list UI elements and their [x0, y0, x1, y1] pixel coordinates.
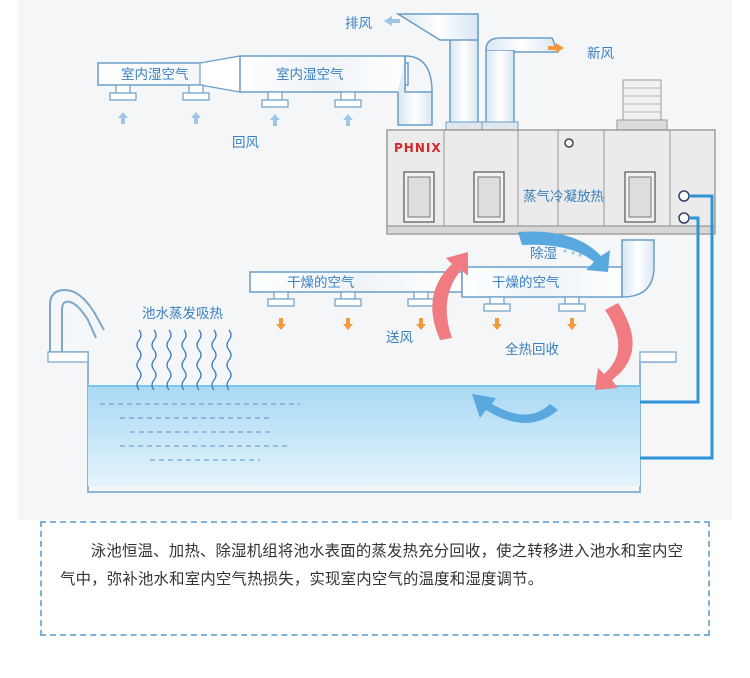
brand-logo: PHNIX [394, 141, 442, 155]
exhaust-arrow [384, 16, 400, 26]
water-outlet-icon [678, 190, 690, 202]
pool-water [88, 386, 640, 486]
blue-arrow-upper [518, 231, 610, 272]
label-fresh-air: 新风 [587, 46, 615, 62]
pool [47, 351, 677, 493]
caption-box: 泳池恒温、加热、除湿机组将池水表面的蒸发热充分回收，使之转移进入池水和室内空气中… [40, 521, 710, 636]
fresh-air-duct [481, 37, 560, 133]
label-steam-condense: 蒸气冷凝放热 [523, 189, 604, 205]
red-arrow-left [432, 252, 468, 340]
supply-air-duct [249, 239, 655, 330]
caption-text: 泳池恒温、加热、除湿机组将池水表面的蒸发热充分回收，使之转移进入池水和室内空气中… [60, 542, 684, 588]
pool-dehumidifier-diagram: 排风 新风 室内湿空气 室内湿空气 回风 蒸气冷凝放热 除湿 干燥的空气 干燥的… [18, 0, 732, 520]
pool-ladder [49, 288, 105, 352]
water-inlet-icon [678, 212, 690, 224]
top-vent [616, 79, 668, 131]
label-supply-air: 送风 [386, 330, 413, 346]
water-pipes [640, 194, 714, 460]
label-indoor-humid-air-2: 室内湿空气 [276, 66, 344, 83]
label-indoor-humid-air-1: 室内湿空气 [121, 66, 189, 83]
label-pool-evaporation: 池水蒸发吸热 [142, 306, 223, 322]
fresh-air-arrow [548, 43, 564, 53]
return-air-duct [97, 55, 433, 126]
blue-arrow-lower [472, 394, 558, 423]
heat-cycle-arrows [432, 231, 633, 423]
red-arrow-right [595, 303, 633, 390]
label-dry-air-2: 干燥的空气 [492, 275, 560, 291]
label-heat-recovery: 全热回收 [505, 341, 559, 358]
label-dehumidify: 除湿 [530, 246, 557, 262]
label-dry-air-1: 干燥的空气 [287, 275, 355, 291]
label-return-air: 回风 [232, 135, 259, 151]
evaporation-waves [136, 329, 232, 391]
exhaust-duct [395, 13, 483, 133]
dehumidifier-unit [386, 129, 716, 235]
label-exhaust: 排风 [345, 16, 372, 32]
